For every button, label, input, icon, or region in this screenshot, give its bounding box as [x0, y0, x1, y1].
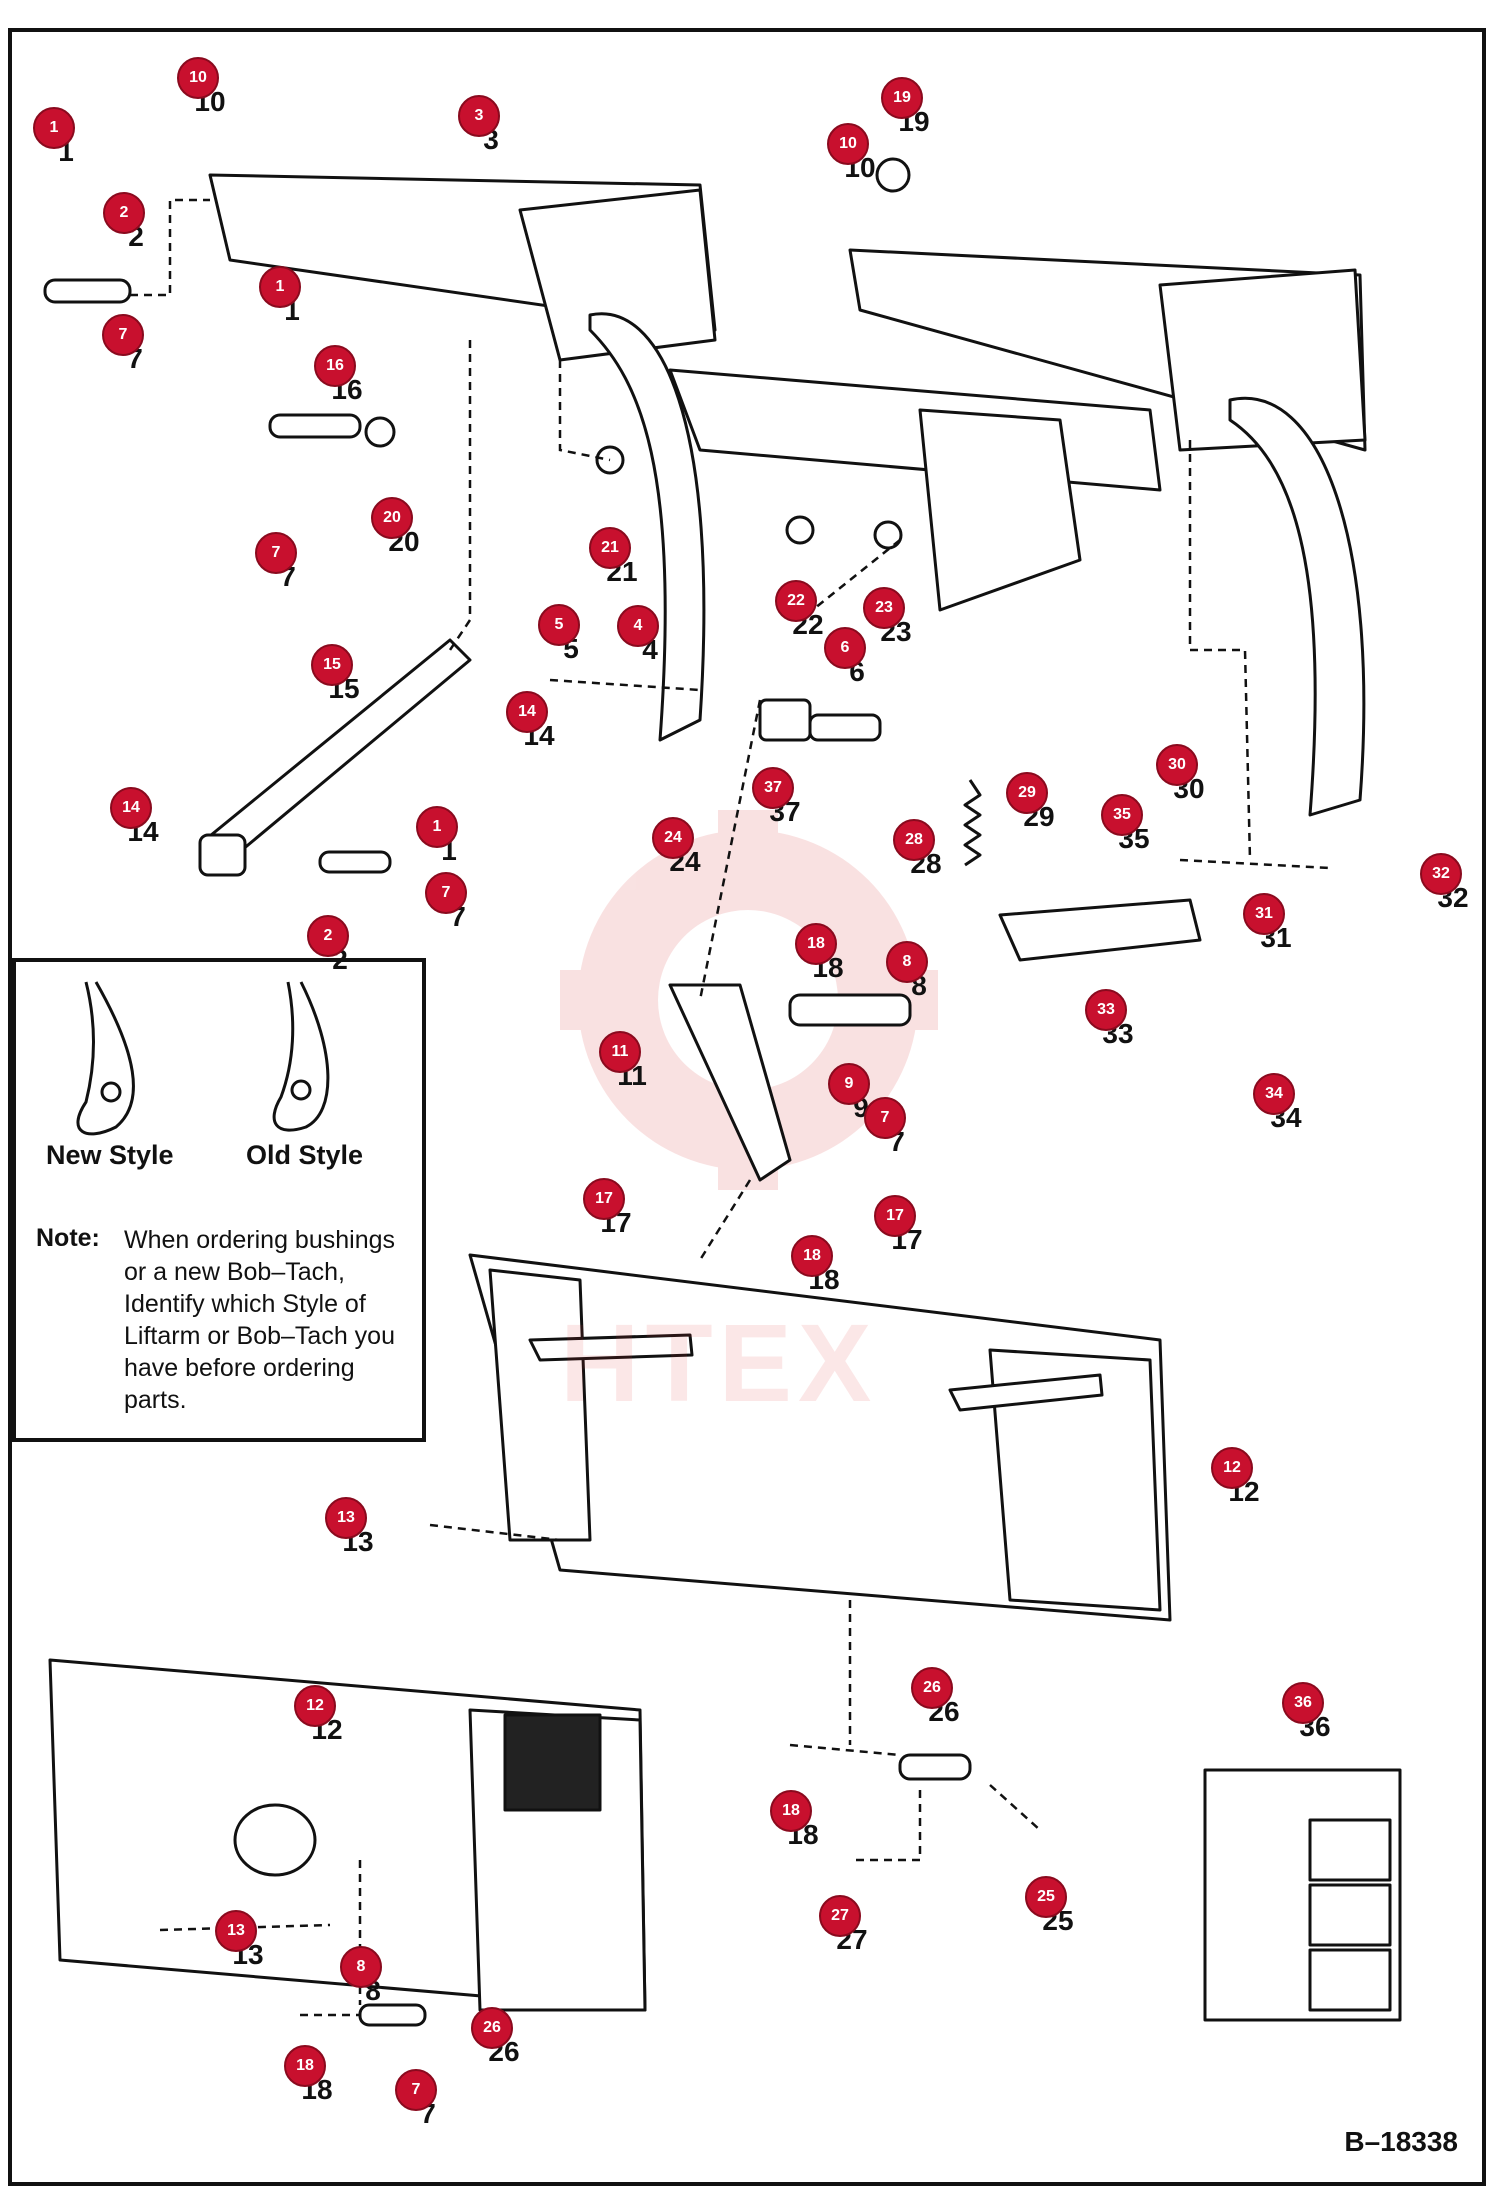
- part-callout-badge[interactable]: 23: [863, 587, 905, 629]
- part-callout-badge[interactable]: 28: [893, 819, 935, 861]
- part-callout-badge[interactable]: 14: [110, 787, 152, 829]
- part-callout-badge[interactable]: 18: [791, 1235, 833, 1277]
- part-callout-badge[interactable]: 5: [538, 604, 580, 646]
- part-callout-badge[interactable]: 30: [1156, 744, 1198, 786]
- spring: [963, 779, 982, 867]
- part-callout-badge[interactable]: 14: [506, 691, 548, 733]
- part-callout-badge[interactable]: 7: [102, 314, 144, 356]
- part-callout-badge[interactable]: 20: [371, 497, 413, 539]
- part-callout-badge[interactable]: 33: [1085, 989, 1127, 1031]
- part-callout-badge[interactable]: 1: [416, 806, 458, 848]
- part-callout-badge[interactable]: 10: [827, 123, 869, 165]
- part-callout-badge[interactable]: 2: [103, 192, 145, 234]
- part-callout-badge[interactable]: 31: [1243, 893, 1285, 935]
- part-callout-badge[interactable]: 18: [284, 2045, 326, 2087]
- drawing-frame: [8, 28, 1486, 2186]
- part-callout-badge[interactable]: 7: [255, 532, 297, 574]
- note-text: When ordering bushings or a new Bob–Tach…: [124, 1226, 395, 1414]
- part-callout-badge[interactable]: 4: [617, 605, 659, 647]
- part-callout-badge[interactable]: 26: [471, 2007, 513, 2049]
- part-callout-badge[interactable]: 35: [1101, 794, 1143, 836]
- part-callout-badge[interactable]: 27: [819, 1895, 861, 1937]
- part-callout-badge[interactable]: 15: [311, 644, 353, 686]
- part-callout-badge[interactable]: 13: [325, 1497, 367, 1539]
- part-callout-badge[interactable]: 32: [1420, 853, 1462, 895]
- part-callout-badge[interactable]: 21: [589, 527, 631, 569]
- part-callout-badge[interactable]: 16: [314, 345, 356, 387]
- part-callout-badge[interactable]: 13: [215, 1910, 257, 1952]
- part-callout-badge[interactable]: 8: [886, 941, 928, 983]
- note-heading: Note:: [36, 1224, 100, 1252]
- part-callout-badge[interactable]: 12: [294, 1685, 336, 1727]
- part-callout-badge[interactable]: 7: [425, 872, 467, 914]
- link-arm: [668, 983, 792, 1182]
- part-callout-badge[interactable]: 10: [177, 57, 219, 99]
- part-callout-badge[interactable]: 7: [864, 1097, 906, 1139]
- part-callout-badge[interactable]: 25: [1025, 1876, 1067, 1918]
- part-callout-badge[interactable]: 24: [652, 817, 694, 859]
- part-callout-badge[interactable]: 2: [307, 915, 349, 957]
- part-callout-badge[interactable]: 37: [752, 767, 794, 809]
- old-style-liftarm-icon: [272, 981, 330, 1132]
- part-callout-badge[interactable]: 18: [795, 923, 837, 965]
- part-callout-badge[interactable]: 26: [911, 1667, 953, 1709]
- old-style-label: Old Style: [246, 1140, 364, 1170]
- part-callout-badge[interactable]: 1: [259, 266, 301, 308]
- new-style-label: New Style: [46, 1140, 174, 1170]
- part-callout-badge[interactable]: 7: [395, 2069, 437, 2111]
- part-callout-badge[interactable]: 19: [881, 77, 923, 119]
- part-callout-badge[interactable]: 36: [1282, 1682, 1324, 1724]
- liftarm-style-sketch: [76, 981, 330, 1136]
- part-callout-badge[interactable]: 17: [874, 1195, 916, 1237]
- part-callout-badge[interactable]: 29: [1006, 772, 1048, 814]
- part-callout-badge[interactable]: 9: [828, 1063, 870, 1105]
- style-note-box: New Style Old Style Note: When ordering …: [12, 958, 426, 1442]
- part-callout-badge[interactable]: 6: [824, 627, 866, 669]
- bobtach-frame: [668, 368, 1162, 492]
- part-callout-badge[interactable]: 22: [775, 580, 817, 622]
- part-callout-badge[interactable]: 8: [340, 1946, 382, 1988]
- part-callout-badge[interactable]: 1: [33, 107, 75, 149]
- watermark-text: HTEX: [560, 1302, 878, 1425]
- new-style-liftarm-icon: [76, 981, 135, 1136]
- watermark-gear-icon: [560, 810, 938, 1190]
- part-callout-badge[interactable]: 12: [1211, 1447, 1253, 1489]
- part-callout-badge[interactable]: 11: [599, 1031, 641, 1073]
- part-callout-badge[interactable]: 18: [770, 1790, 812, 1832]
- drawing-number: B–18338: [1344, 2126, 1458, 2157]
- lever-handle: [998, 898, 1202, 962]
- part-callout-badge[interactable]: 34: [1253, 1073, 1295, 1115]
- part-callout-badge[interactable]: 17: [583, 1178, 625, 1220]
- part-callout-badge[interactable]: 3: [458, 95, 500, 137]
